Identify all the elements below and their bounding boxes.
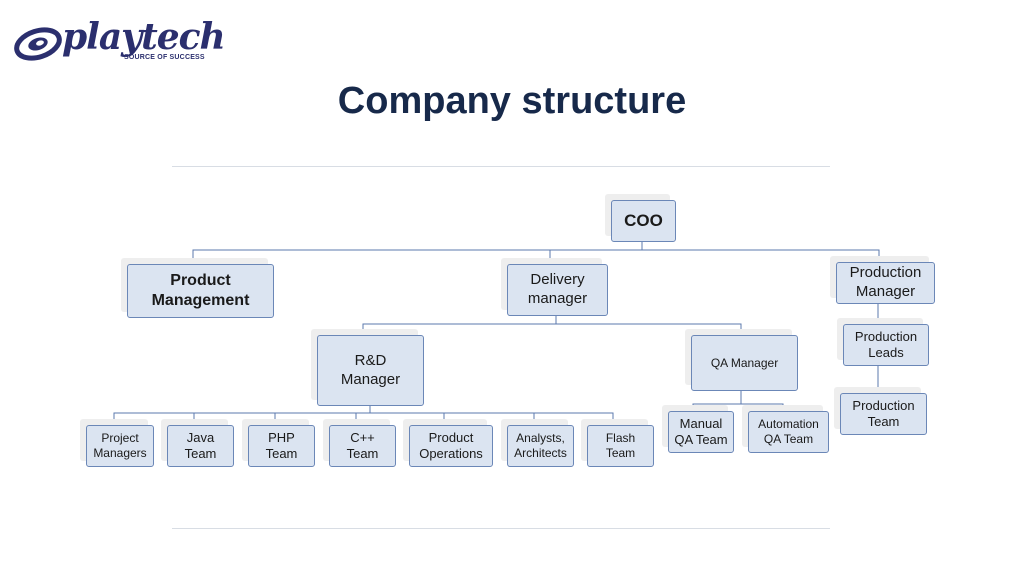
playtech-logo: playtech SOURCE OF SUCCESS bbox=[14, 16, 226, 70]
node-java-team: Java Team bbox=[167, 425, 234, 467]
node-delivery-manager: Delivery manager bbox=[507, 264, 608, 316]
node-production-leads: Production Leads bbox=[843, 324, 929, 366]
node-php-team: PHP Team bbox=[248, 425, 315, 467]
node-manual-qa-team: Manual QA Team bbox=[668, 411, 734, 453]
node-cpp-team: C++ Team bbox=[329, 425, 396, 467]
node-coo: COO bbox=[611, 200, 676, 242]
node-product-management: Product Management bbox=[127, 264, 274, 318]
logo-wordmark: playtech bbox=[62, 16, 226, 58]
node-analysts-architects: Analysts, Architects bbox=[507, 425, 574, 467]
logo-tagline: SOURCE OF SUCCESS bbox=[124, 54, 205, 61]
top-divider bbox=[172, 166, 830, 167]
node-product-operations: Product Operations bbox=[409, 425, 493, 467]
node-production-manager: Production Manager bbox=[836, 262, 935, 304]
node-qa-manager: QA Manager bbox=[691, 335, 798, 391]
swirl-icon bbox=[14, 27, 62, 61]
page-title: Company structure bbox=[337, 80, 687, 122]
bottom-divider bbox=[172, 528, 830, 529]
node-production-team: Production Team bbox=[840, 393, 927, 435]
node-project-managers: Project Managers bbox=[86, 425, 154, 467]
node-automation-qa-team: Automation QA Team bbox=[748, 411, 829, 453]
node-flash-team: Flash Team bbox=[587, 425, 654, 467]
node-rd-manager: R&D Manager bbox=[317, 335, 424, 406]
